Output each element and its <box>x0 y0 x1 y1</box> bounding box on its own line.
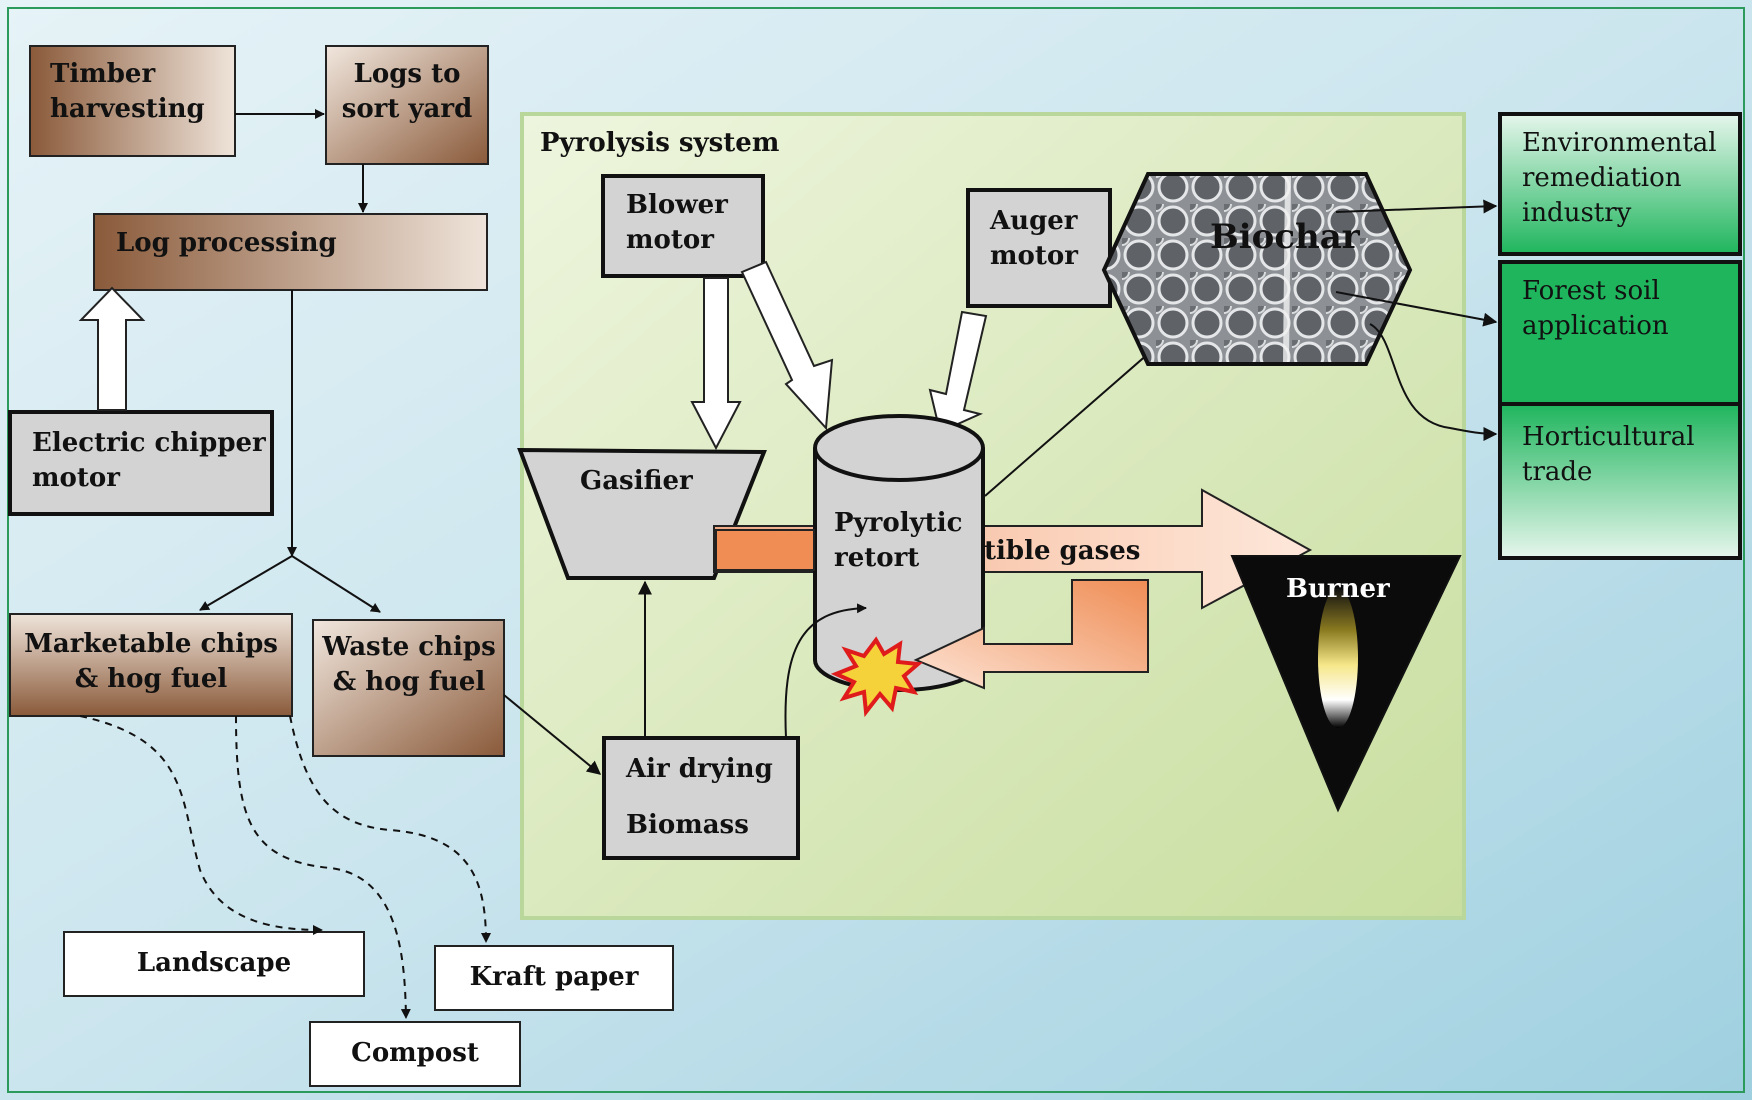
env-label: Environmental remediation industry <box>1522 128 1717 228</box>
waste-label: Waste chips & hog fuel <box>322 632 496 697</box>
timber-box <box>29 45 236 157</box>
outer-frame <box>7 7 1745 1093</box>
chipper-label: Electric chipper motor <box>32 428 266 493</box>
air-drying-label: Air drying <box>626 754 773 784</box>
biochar-hexagon <box>1101 172 1413 366</box>
marketable-label: Marketable chips & hog fuel <box>24 629 278 694</box>
compost-label: Compost <box>351 1038 479 1068</box>
waste-box <box>312 619 505 757</box>
retort-label: Pyrolytic retort <box>834 508 963 573</box>
arrow-biomass-retort <box>784 603 867 739</box>
marketable-box <box>9 613 293 717</box>
pyrolysis-system-label: Pyrolysis system <box>540 128 780 158</box>
forest-box <box>1498 260 1742 406</box>
burner-label: Burner <box>1286 574 1390 604</box>
chipper-box <box>8 410 274 516</box>
gasifier-label: Gasifier <box>580 466 693 496</box>
horti-box <box>1498 402 1742 560</box>
biomass-label: Biomass <box>626 810 749 840</box>
ignition-burst <box>830 636 923 718</box>
log-processing-label: Log processing <box>116 228 337 258</box>
logs-label: Logs to sort yard <box>341 59 473 124</box>
env-box <box>1498 112 1742 256</box>
return-heat-arrow <box>913 579 1149 690</box>
horti-label: Horticultural trade <box>1522 422 1695 487</box>
auger-label: Auger motor <box>990 206 1078 271</box>
log-processing-box <box>93 213 488 291</box>
kraft-box <box>434 945 674 1011</box>
blower-gasifier-arrow <box>690 277 742 451</box>
blower-retort-arrow <box>740 260 834 431</box>
landscape-box <box>63 931 365 997</box>
air-drying-box <box>602 736 800 860</box>
arrow-to-marketable <box>199 555 293 611</box>
burner-flame <box>1318 588 1358 728</box>
kraft-label: Kraft paper <box>469 962 639 992</box>
logs-box <box>325 45 489 165</box>
compost-box <box>309 1021 521 1087</box>
auger-box <box>966 188 1112 308</box>
arrow-to-waste <box>291 555 381 613</box>
arrow-biochar-env <box>1335 199 1498 214</box>
arrow-biochar-horti <box>1369 323 1498 441</box>
biochar-label: Biochar <box>1210 217 1360 257</box>
forest-label: Forest soil application <box>1522 276 1669 341</box>
pyrolytic-retort <box>813 414 985 692</box>
blower-box <box>601 174 765 278</box>
auger-retort-arrow <box>928 310 988 434</box>
gases-label: tible gases <box>984 536 1141 566</box>
dash-to-compost <box>235 715 411 1019</box>
timber-label: Timber harvesting <box>50 59 205 124</box>
biochar-highlight <box>1283 175 1291 363</box>
arrow-waste-airdrying <box>503 694 602 775</box>
gasifier-shape <box>517 447 767 580</box>
landscape-label: Landscape <box>136 948 292 978</box>
gasifier-output-bar <box>715 529 815 571</box>
blower-label: Blower motor <box>626 190 728 255</box>
arrow-biochar-forest <box>1335 291 1498 327</box>
chipper-power-arrow <box>78 286 146 411</box>
